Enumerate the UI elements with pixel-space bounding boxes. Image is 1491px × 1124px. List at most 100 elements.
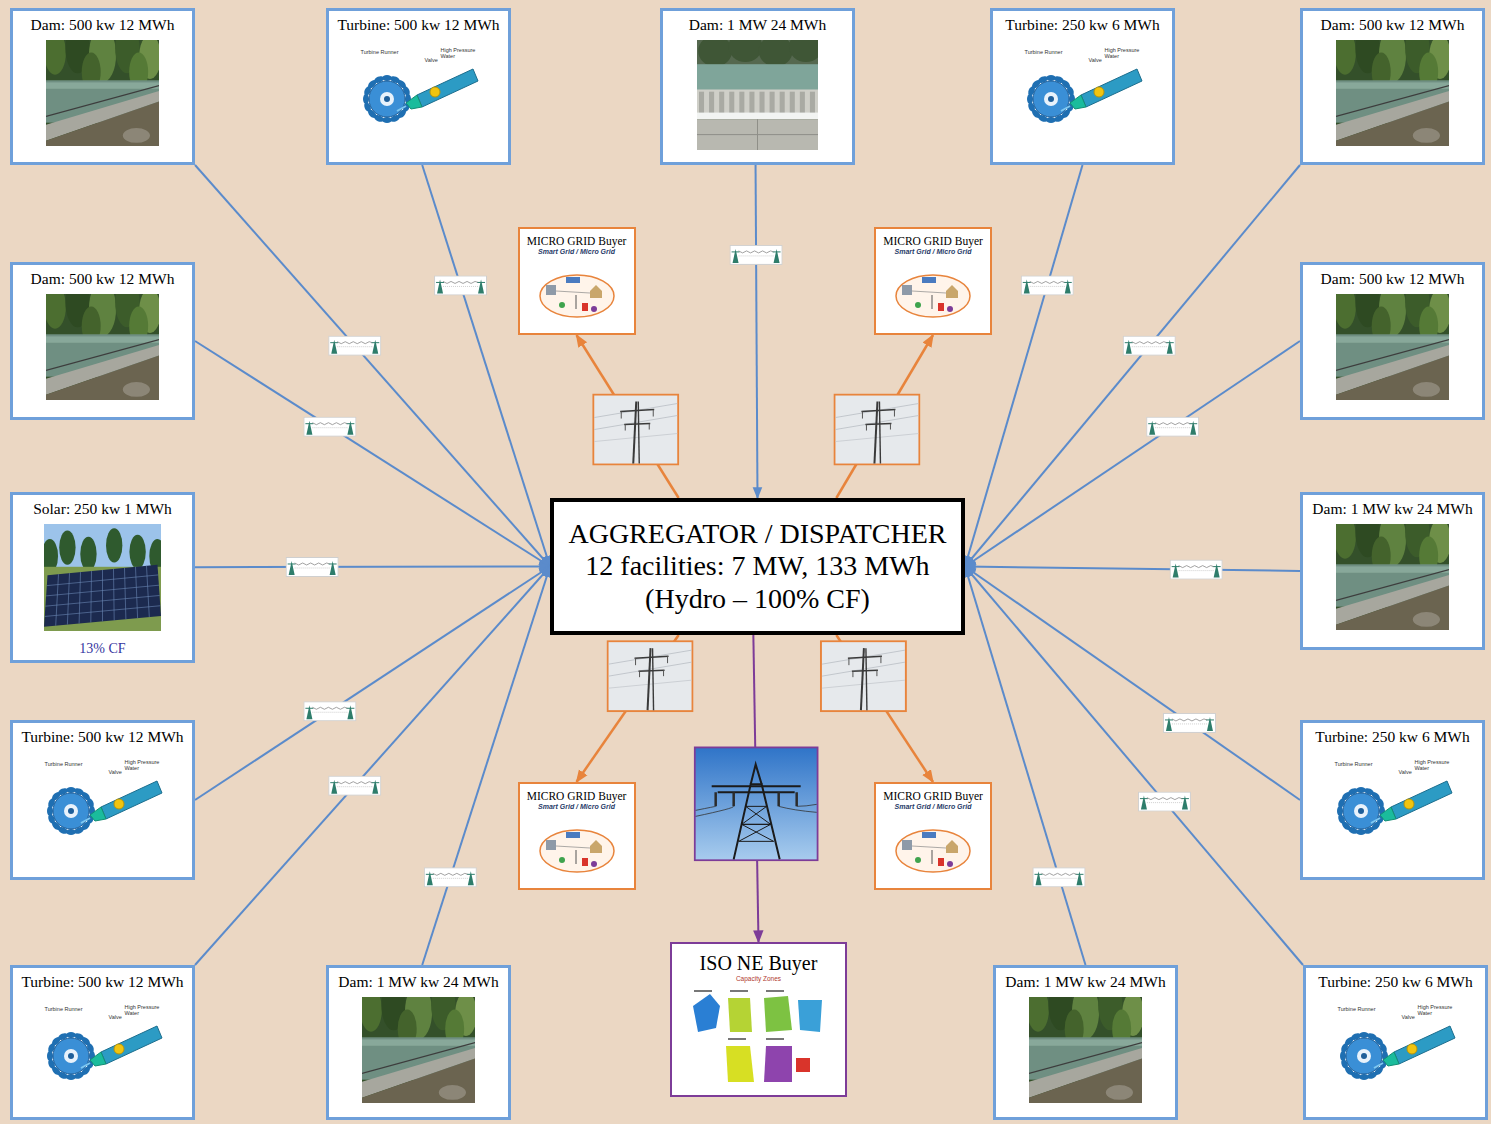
penstock-pipe <box>101 781 162 819</box>
grid-building <box>902 840 912 850</box>
photo-rock <box>1413 382 1440 397</box>
runner-axle <box>68 808 74 814</box>
facility-box: Dam: 1 MW kw 24 MWh <box>1300 492 1485 650</box>
photo-tree <box>759 40 793 66</box>
node-text: Turbine: 250 kw 6 MWh <box>1315 728 1469 746</box>
zone-shape <box>764 1046 792 1082</box>
buyer-box: MICRO GRID BuyerSmart Grid / Micro Grid <box>874 782 992 890</box>
line-tag-icon <box>304 702 356 721</box>
water-jet <box>81 1063 90 1068</box>
penstock-pipe <box>1394 1026 1455 1064</box>
zone-shape <box>728 998 752 1032</box>
grid-panel <box>922 277 936 283</box>
photo-step <box>699 92 704 114</box>
valve <box>1407 1044 1417 1054</box>
node-picture <box>536 265 618 323</box>
line-tag-icon <box>1123 336 1175 355</box>
facility-box: Dam: 500 kw 12 MWh <box>10 8 195 165</box>
line-tag-icon <box>329 776 381 795</box>
line-tag-icon <box>1163 713 1215 732</box>
feed-line <box>195 567 550 966</box>
line-tag-icon <box>304 417 356 436</box>
zone-shape <box>796 1058 810 1072</box>
feed-line <box>577 335 679 498</box>
valve <box>1094 87 1104 97</box>
feed-line <box>965 567 1086 966</box>
nozzle <box>1070 95 1086 109</box>
photo-bank <box>1336 101 1449 146</box>
valve <box>114 799 124 809</box>
facility-box: Turbine: 250 kw 6 MWh <box>1300 720 1485 880</box>
facility-box: Dam: 500 kw 12 MWh <box>1300 8 1485 165</box>
photo-rock <box>1413 612 1440 627</box>
grid-house <box>946 840 958 853</box>
node-picture <box>46 294 159 400</box>
photo-step <box>760 92 765 114</box>
aggregator-box: AGGREGATOR / DISPATCHER12 facilities: 7 … <box>550 498 965 635</box>
facility-box: Turbine: 500 kw 12 MWh <box>10 720 195 880</box>
zone-caption-mark <box>766 1038 784 1040</box>
runner-hub <box>380 92 394 106</box>
runner-wheel <box>1343 793 1379 829</box>
buyer-box: MICRO GRID BuyerSmart Grid / Micro Grid <box>874 227 992 335</box>
node-picture <box>1029 997 1142 1103</box>
photo-tree <box>46 294 66 329</box>
node-picture <box>1336 524 1449 630</box>
grid-house <box>946 285 958 298</box>
grid-house <box>590 285 602 298</box>
pylon-picture <box>608 641 693 711</box>
photo-tree <box>106 528 122 562</box>
grid-node <box>915 857 921 863</box>
feed-line <box>422 165 550 567</box>
panel-grid <box>102 570 103 621</box>
node-text: Dam: 1 MW kw 24 MWh <box>338 973 498 991</box>
node-text: Turbine: 250 kw 6 MWh <box>1005 16 1159 34</box>
photo-tree <box>1029 997 1049 1032</box>
photo-wall <box>697 119 818 150</box>
water-jet <box>397 106 406 111</box>
photo-bank <box>1336 585 1449 630</box>
grid-ring <box>896 275 970 317</box>
nozzle <box>90 1052 106 1066</box>
node-text: 13% CF <box>79 641 125 657</box>
node-text: MICRO GRID Buyer <box>883 790 983 803</box>
grid-wind <box>575 295 576 309</box>
photo-reflection <box>1336 82 1449 88</box>
node-picture <box>362 997 475 1103</box>
panel-grid <box>135 567 137 618</box>
photo-bank <box>46 101 159 146</box>
node-text: Dam: 500 kw 12 MWh <box>31 270 175 288</box>
feed-line <box>195 341 550 567</box>
node-text: Solar: 250 kw 1 MWh <box>33 500 172 518</box>
grid-node <box>591 306 597 312</box>
photo-sky <box>44 524 161 631</box>
photo-reflection <box>46 82 159 88</box>
node-text: Smart Grid / Micro Grid <box>538 248 615 256</box>
node-text: Turbine: 500 kw 12 MWh <box>21 728 183 746</box>
node-picture <box>536 820 618 878</box>
zone-shape <box>726 1046 754 1082</box>
grid-wind <box>932 295 933 309</box>
grid-node <box>591 861 597 867</box>
zone-caption-mark <box>730 990 748 992</box>
photo-reflection <box>362 1039 475 1045</box>
zone-caption-mark <box>728 1038 746 1040</box>
photo-reflection <box>1029 1039 1142 1045</box>
penstock-pipe <box>101 1026 162 1064</box>
facility-box: Dam: 1 MW kw 24 MWh <box>993 965 1178 1120</box>
grid-node <box>947 861 953 867</box>
grid-node <box>559 302 565 308</box>
photo-step <box>780 92 785 114</box>
pylon-picture <box>821 641 906 711</box>
grid-building <box>546 285 556 295</box>
photo-rock <box>1106 1085 1133 1100</box>
runner-wheel <box>53 793 89 829</box>
photo-reflection <box>1336 566 1449 572</box>
photo-bank <box>362 1058 475 1103</box>
nozzle <box>90 807 106 821</box>
runner-wheel <box>369 81 405 117</box>
line-tag-icon <box>1021 276 1073 295</box>
panel-grid <box>79 572 80 623</box>
grid-node <box>915 302 921 308</box>
pylon-picture <box>834 395 919 465</box>
